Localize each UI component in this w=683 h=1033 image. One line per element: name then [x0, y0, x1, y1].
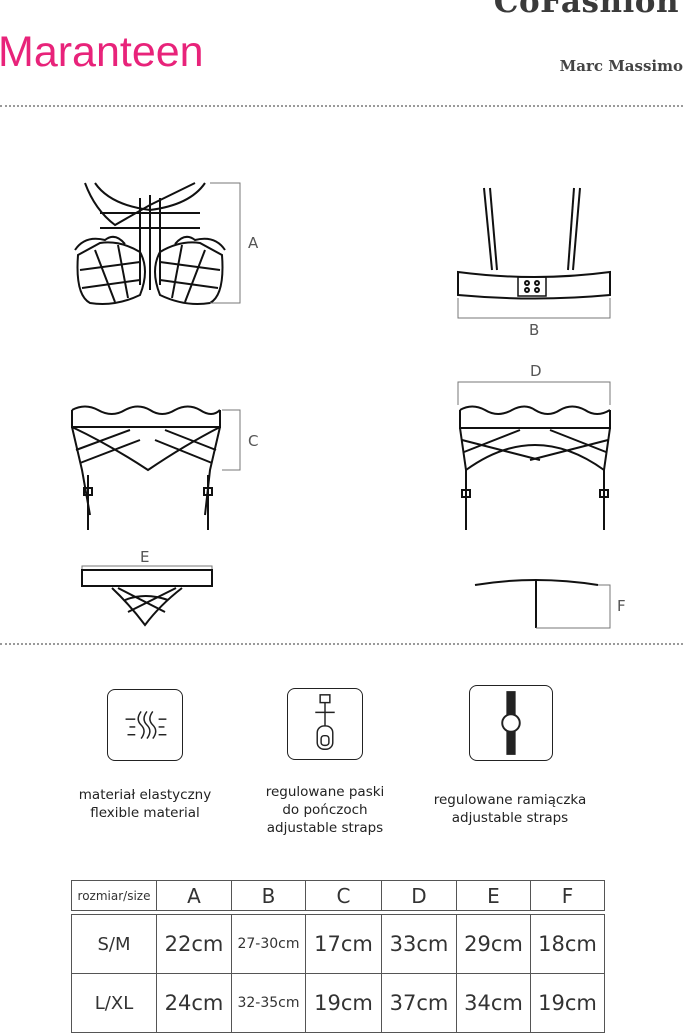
bra-back-drawing	[457, 187, 611, 300]
value-cell: 22cm	[156, 914, 232, 974]
dimension-label-c: C	[248, 432, 258, 450]
value-cell: 32-35cm	[231, 973, 306, 1033]
feature-caption-elastic: materiał elastyczny flexible material	[60, 786, 230, 822]
value-cell: 37cm	[381, 973, 457, 1033]
garter-front-drawing	[71, 405, 221, 530]
designer-name: Marc Massimo	[559, 57, 683, 75]
table-corner-label: rozmiar/size	[71, 880, 157, 911]
column-header: E	[456, 880, 531, 911]
brand-logo: CoFashion	[493, 0, 679, 20]
dimension-label-f: F	[617, 597, 626, 615]
caption-line: regulowane paski	[265, 784, 385, 800]
size-cell: L/XL	[71, 973, 157, 1033]
value-cell: 17cm	[305, 914, 382, 974]
dimension-label-a: A	[248, 234, 259, 252]
value-cell: 34cm	[456, 973, 531, 1033]
caption-line: materiał elastyczny	[78, 787, 212, 803]
size-cell: S/M	[71, 914, 157, 974]
feature-caption-garter-straps: regulowane paski do pończoch adjustable …	[240, 783, 410, 837]
value-cell: 33cm	[381, 914, 457, 974]
dimension-a	[210, 182, 241, 304]
value-cell: 29cm	[456, 914, 531, 974]
bra-front-drawing	[74, 182, 226, 305]
dimension-c	[222, 409, 241, 471]
value-cell: 19cm	[305, 973, 382, 1033]
value-cell: 24cm	[156, 973, 232, 1033]
size-table: rozmiar/size A B C D E F S/M 22cm 27-30c…	[71, 880, 605, 1033]
caption-line: flexible material	[90, 805, 200, 821]
column-header: F	[530, 880, 605, 911]
column-header: B	[231, 880, 306, 911]
divider-top	[0, 105, 683, 107]
value-cell: 18cm	[530, 914, 605, 974]
dimension-label-d: D	[530, 362, 542, 380]
elastic-wave-icon	[107, 689, 183, 761]
product-diagrams: A B C D	[71, 182, 626, 629]
caption-line: do pończoch	[282, 802, 368, 818]
caption-line: adjustable straps	[451, 810, 569, 826]
caption-line: adjustable straps	[266, 820, 384, 836]
dimension-b	[457, 298, 611, 319]
table-header-row: rozmiar/size A B C D E F	[71, 880, 605, 911]
dimension-d	[457, 381, 611, 405]
value-cell: 27-30cm	[231, 914, 306, 974]
feature-caption-shoulder-straps: regulowane ramiączka adjustable straps	[405, 791, 615, 827]
dimension-e	[81, 565, 213, 570]
adjustable-clip-icon	[287, 688, 363, 760]
dimension-f	[536, 584, 611, 629]
column-header: D	[381, 880, 457, 911]
table-row: L/XL 24cm 32-35cm 19cm 37cm 34cm 19cm	[71, 973, 605, 1033]
thong-back-drawing	[474, 579, 599, 628]
dimension-label-b: B	[529, 321, 539, 339]
table-row: S/M 22cm 27-30cm 17cm 33cm 29cm 18cm	[71, 914, 605, 974]
column-header: C	[305, 880, 382, 911]
product-title: Maranteen	[0, 28, 204, 76]
caption-line: regulowane ramiączka	[433, 792, 587, 808]
dimension-label-e: E	[140, 548, 149, 566]
divider-middle	[0, 643, 683, 645]
column-header: A	[156, 880, 232, 911]
thong-front-drawing	[81, 569, 213, 627]
strap-slider-icon	[469, 685, 553, 761]
garter-back-drawing	[459, 405, 611, 530]
value-cell: 19cm	[530, 973, 605, 1033]
